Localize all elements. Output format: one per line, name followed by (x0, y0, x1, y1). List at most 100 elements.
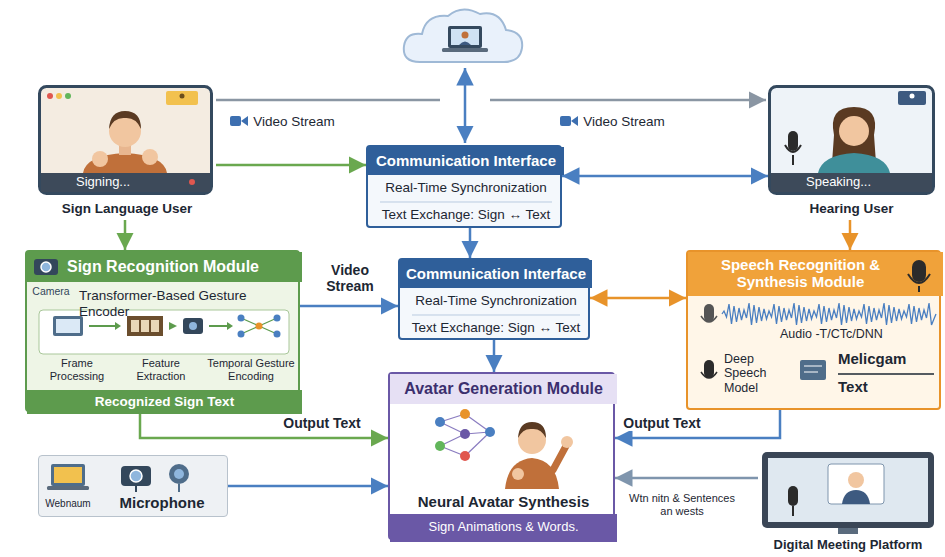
edge-label: Output Text (620, 415, 704, 431)
module-art (238, 331, 245, 338)
connector (615, 410, 780, 438)
module-art (141, 320, 149, 332)
node-text: Camera (27, 285, 75, 297)
video-panel (771, 173, 932, 192)
module-art (722, 303, 936, 325)
device-icons (130, 470, 142, 482)
video-panel (142, 149, 158, 165)
node-text: Temporal Gesture Encoding (203, 357, 299, 382)
cloud-icon (448, 26, 482, 48)
node-title: Sign Recognition Module (67, 258, 299, 276)
module-art (485, 427, 495, 437)
module-art (256, 323, 263, 330)
node-text: Microphone (97, 494, 227, 511)
node-title: Communication Interface (400, 265, 592, 282)
module-art (553, 446, 566, 470)
module-art (460, 429, 470, 439)
video-panel (47, 93, 53, 99)
stream-lines (216, 99, 440, 102)
video-panel (38, 85, 216, 220)
module-art (440, 414, 490, 456)
video-panel (109, 111, 141, 129)
connector (300, 305, 398, 308)
module-art (518, 422, 546, 438)
interface-box: Communication InterfaceReal-Time Synchro… (366, 145, 562, 228)
user-panel: Speaking... Hearing User (768, 85, 935, 220)
module-art (34, 259, 58, 275)
node-text: Text Exchange: Sign ↔ Text (368, 207, 564, 223)
module-art (435, 417, 445, 427)
cloud-icon (451, 29, 479, 45)
video-panel (898, 91, 926, 105)
module-art (89, 325, 115, 327)
connector (228, 485, 388, 488)
device-icons (135, 486, 137, 492)
video-panel (770, 87, 934, 194)
device-icons (121, 466, 151, 486)
module-box: Speech Recognition & Synthesis ModuleAud… (686, 250, 941, 410)
node-text: Real-Time Synchronization (400, 293, 592, 309)
connector (562, 175, 768, 178)
module-art (151, 320, 159, 332)
module-art (918, 286, 920, 292)
meeting-screen (792, 506, 794, 516)
node-title: Signing... (76, 175, 186, 190)
interface-box: Communication InterfaceReal-Time Synchro… (398, 258, 590, 340)
meeting-screen (768, 458, 928, 522)
node-text: Feature Extraction (119, 357, 203, 382)
edge-label: Output Text (280, 415, 364, 431)
module-art (131, 320, 139, 332)
module-art (39, 310, 289, 354)
module-art (701, 372, 717, 378)
module-art (912, 260, 926, 282)
node-text: Text (838, 378, 938, 395)
module-art (241, 318, 277, 334)
connector (849, 220, 852, 250)
video-panel (56, 93, 62, 99)
node-text: Transformer-Based Gesture Encoder (79, 288, 299, 319)
module-art (189, 322, 197, 330)
module-art (56, 319, 80, 333)
stream-lines (464, 68, 467, 143)
node-text: Sign Language User (38, 201, 216, 217)
stream-label: Video Stream (580, 114, 668, 130)
interface-header (380, 202, 552, 203)
video-icon (560, 116, 571, 126)
module-art (27, 252, 302, 282)
device-icons (174, 469, 184, 479)
stream-label: Video Stream (250, 114, 338, 130)
module-art (209, 325, 227, 327)
module-box: Sign Recognition ModuleCamera Transformer… (25, 250, 300, 412)
cloud-icon (404, 9, 522, 62)
video-panel (41, 173, 210, 192)
edge-label: Wtn nitn & Sentences an wests (619, 492, 745, 517)
module-art (908, 274, 930, 283)
module-art (838, 373, 934, 375)
node-title: Speaking... (806, 175, 916, 190)
module-art (390, 374, 617, 542)
node-text: Melicgam (838, 350, 938, 367)
module-art (460, 451, 470, 461)
module-art (227, 322, 233, 330)
module-art (53, 316, 83, 336)
module-art (804, 366, 822, 367)
device-box: WebnaumMicrophone (38, 455, 228, 517)
connector (140, 412, 388, 438)
meeting-screen (848, 472, 864, 488)
node-text: Hearing User (768, 201, 935, 217)
module-art (41, 262, 51, 272)
node-title: Webnaum (39, 498, 97, 510)
stream-lines (490, 99, 766, 102)
user-panel: Signing... Sign Language User (38, 85, 216, 220)
video-panel (910, 94, 915, 99)
video-icon (230, 116, 241, 126)
node-title: Digital Meeting Platform (758, 538, 938, 553)
device-icons (54, 467, 82, 483)
stream-lines (216, 68, 766, 143)
module-art (460, 409, 470, 419)
module-art (238, 315, 245, 322)
module-art (701, 316, 717, 322)
cloud-icon (459, 42, 471, 46)
meeting-screen (842, 490, 870, 504)
